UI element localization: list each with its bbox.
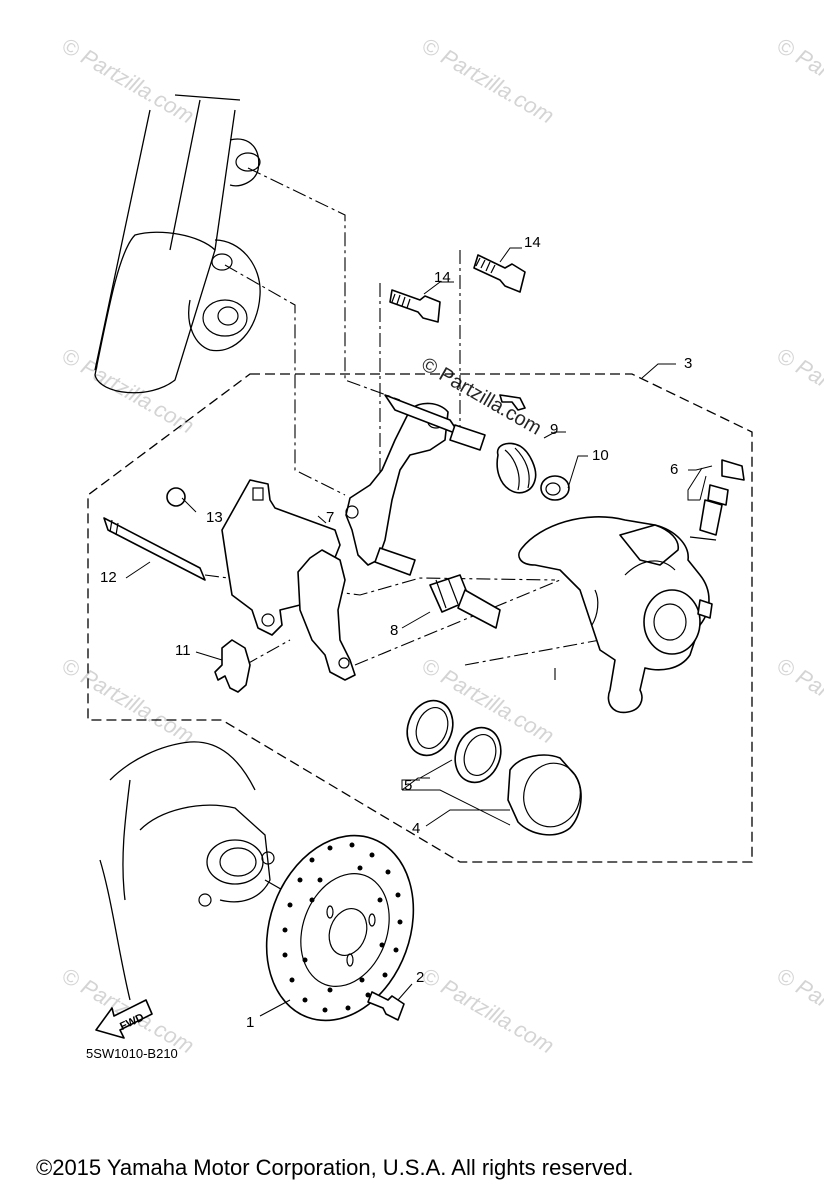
callout-3: 3 — [684, 355, 692, 372]
leader-lines — [125, 247, 713, 1017]
front-fork-leg — [94, 94, 261, 394]
caliper-body — [518, 516, 713, 714]
brake-disc — [265, 834, 415, 1022]
boot-10 — [540, 475, 570, 501]
caliper-assembly-boundary — [87, 373, 753, 863]
callout-1: 1 — [246, 1014, 254, 1031]
callout-13: 13 — [206, 509, 223, 526]
watermark: © Partzilla.com — [773, 343, 824, 439]
watermark-layer: © Partzilla.com © Partzilla.com © Partzi… — [58, 33, 824, 1059]
callout-14-upper: 14 — [524, 234, 541, 251]
callout-6: 6 — [670, 461, 678, 478]
bleed-screw — [689, 459, 745, 541]
watermark: © Partzilla.com — [58, 653, 199, 749]
pad-spring — [214, 639, 251, 693]
callout-labels: 1 2 3 4 5 6 7 8 9 10 11 12 13 14 14 — [100, 234, 692, 1031]
pad-pin — [103, 517, 206, 581]
bolt-14a — [389, 289, 441, 323]
watermark: © Partzilla.com — [58, 343, 199, 439]
callout-4: 4 — [412, 820, 420, 837]
watermark: © Partzilla.com — [58, 33, 199, 129]
callout-2: 2 — [416, 969, 424, 986]
disc-bolt — [367, 991, 405, 1021]
pin-boot — [496, 442, 537, 494]
watermark: © Partzilla.com — [773, 653, 824, 749]
callout-7: 7 — [326, 509, 334, 526]
caliper-bracket — [345, 402, 449, 566]
watermark: © Partzilla.com — [418, 963, 559, 1059]
watermark: © Partzilla.com — [773, 963, 824, 1059]
callout-5: 5 — [404, 777, 412, 794]
callout-8: 8 — [390, 622, 398, 639]
callout-11: 11 — [175, 642, 191, 659]
pin-clip — [499, 394, 526, 411]
diagram-code: 5SW1010-B210 — [86, 1046, 178, 1061]
bolt-14b — [473, 254, 526, 293]
callout-10: 10 — [592, 447, 609, 464]
watermark: © Partzilla.com — [773, 33, 824, 129]
watermark: © Partzilla.com — [418, 33, 559, 129]
callout-14-lower: 14 — [434, 269, 451, 286]
callout-9: 9 — [550, 421, 558, 438]
copyright-notice: ©2015 Yamaha Motor Corporation, U.S.A. A… — [36, 1155, 634, 1180]
caliper-piston — [507, 754, 582, 836]
brake-pad-inner — [297, 549, 356, 681]
brake-caliper-diagram: © Partzilla.com © Partzilla.com © Partzi… — [58, 33, 824, 1059]
retaining-ring — [166, 487, 186, 507]
piston-seals — [406, 699, 502, 784]
callout-12: 12 — [100, 569, 117, 586]
slide-pin — [429, 574, 501, 629]
